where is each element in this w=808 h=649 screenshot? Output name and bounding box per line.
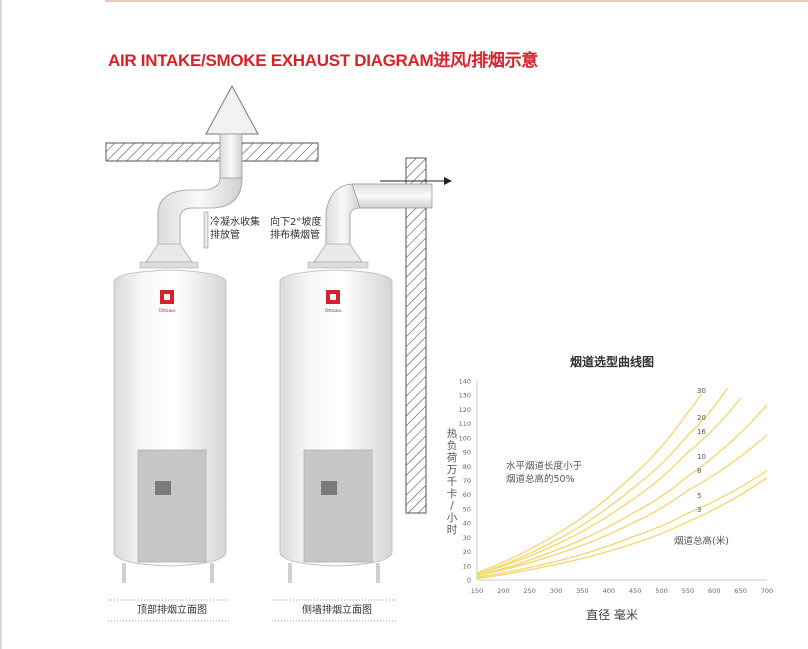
x-tick-label: 300 (550, 587, 562, 595)
annotation-line-2: 烟道总高的50% (506, 473, 575, 485)
chart-title: 烟道选型曲线图 (570, 354, 654, 369)
y-tick-label: 90 (463, 449, 471, 457)
y-tick-label: 60 (463, 491, 471, 499)
x-tick-label: 650 (734, 587, 746, 595)
curve-label-16: 16 (697, 428, 706, 436)
y-tick-label: 30 (463, 534, 471, 542)
caption-top-exhaust: 顶部排烟立面图 (137, 605, 207, 616)
curve-3 (476, 477, 768, 580)
x-axis-label: 直径 毫米 (586, 607, 638, 622)
curve-label-20: 20 (697, 414, 706, 422)
curve-16 (476, 397, 742, 575)
caption-side-exhaust: 侧墙排烟立面图 (302, 605, 372, 616)
curve-8 (476, 434, 768, 577)
y-tick-label: 130 (459, 392, 471, 400)
curve-label-3: 3 (697, 506, 701, 514)
x-tick-label: 350 (576, 587, 588, 595)
page-title: AIR INTAKE/SMOKE EXHAUST DIAGRAM进风/排烟示意 (108, 51, 538, 70)
condensate-label: 冷凝水收集 排放管 (210, 217, 260, 241)
curve-label-30: 30 (697, 387, 706, 395)
x-tick-label: 250 (524, 587, 536, 595)
x-tick-label: 200 (497, 587, 509, 595)
y-tick-label: 70 (463, 477, 471, 485)
top-accent-rule (105, 0, 808, 2)
curve-label-5: 5 (697, 492, 701, 500)
curve-label-10: 10 (697, 453, 706, 461)
slope-label: 向下2°坡度 排布横烟管 (270, 217, 322, 241)
x-tick-label: 450 (629, 587, 641, 595)
y-tick-label: 50 (463, 505, 471, 513)
x-tick-label: 550 (682, 587, 694, 595)
curve-label-8: 8 (697, 467, 701, 475)
x-tick-label: 500 (655, 587, 667, 595)
y-tick-label: 20 (463, 548, 471, 556)
y-tick-label: 10 (463, 562, 471, 570)
x-tick-label: 700 (761, 587, 773, 595)
annotation-line-1: 水平烟道长度小于 (506, 460, 582, 472)
curve-10 (476, 404, 768, 577)
y-tick-label: 80 (463, 463, 471, 471)
y-tick-label: 120 (459, 406, 471, 414)
curve-5 (476, 470, 768, 578)
x-tick-label: 400 (603, 587, 615, 595)
curve-30 (476, 393, 702, 574)
curve-20 (476, 387, 729, 575)
y-tick-label: 140 (459, 378, 471, 386)
left-page-edge (0, 0, 2, 649)
curve-legend-label: 烟道总高(米) (674, 535, 729, 547)
y-tick-label: 110 (459, 420, 471, 428)
x-tick-label: 600 (708, 587, 720, 595)
y-tick-label: 0 (467, 577, 471, 585)
y-tick-label: 100 (459, 434, 471, 442)
x-tick-label: 150 (471, 587, 483, 595)
y-tick-label: 40 (463, 520, 471, 528)
y-axis-label: 热 负 荷 万 千 卡 / 小 时 (446, 428, 458, 536)
